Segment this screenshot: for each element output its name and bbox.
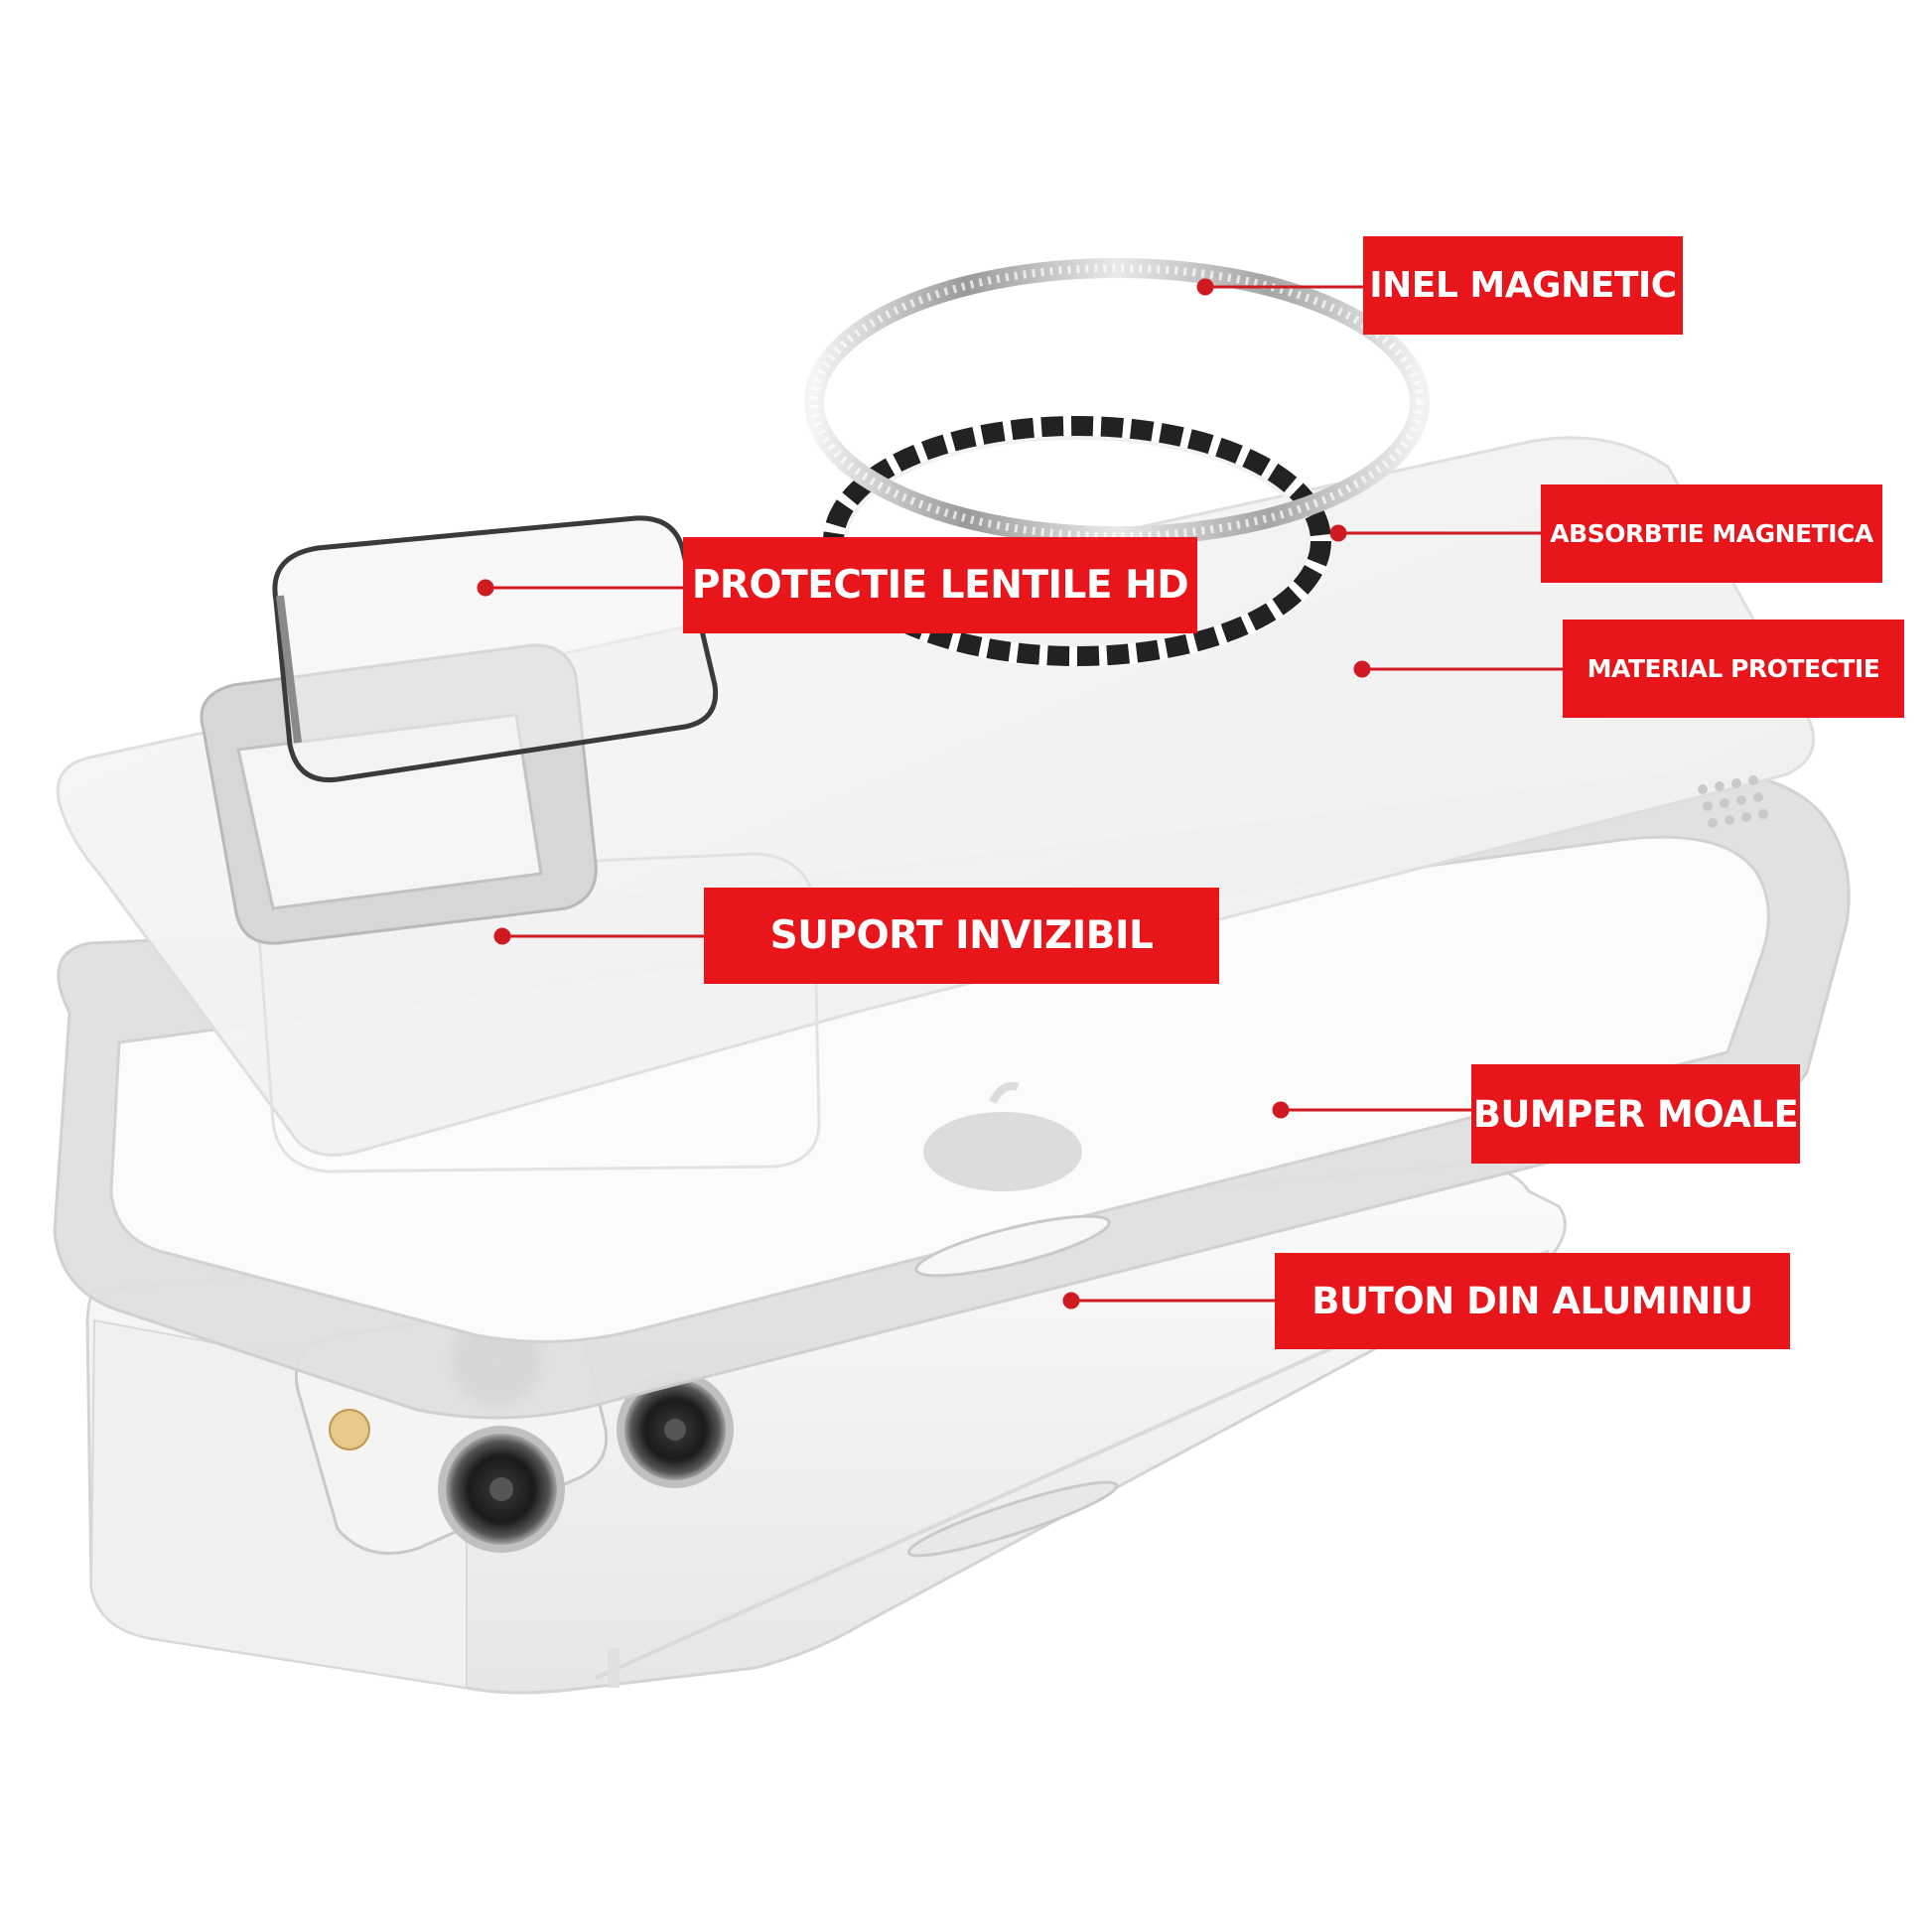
callout-label: MATERIAL PROTECTIE	[1587, 654, 1880, 683]
callout-label: BUMPER MOALE	[1472, 1092, 1799, 1136]
callout-material-protectie: MATERIAL PROTECTIE	[1563, 620, 1904, 718]
callout-buton-aluminiu: BUTON DIN ALUMINIU	[1275, 1253, 1790, 1349]
callout-absorbtie-magnetica: ABSORBTIE MAGNETICA	[1541, 484, 1882, 583]
callout-inel-magnetic: INEL MAGNETIC	[1363, 236, 1683, 335]
callout-label: SUPORT INVIZIBIL	[769, 913, 1154, 958]
leader-lines	[477, 278, 1563, 1310]
callout-label: PROTECTIE LENTILE HD	[691, 563, 1189, 608]
callout-suport-invizibil: SUPORT INVIZIBIL	[704, 888, 1219, 984]
callout-protectie-lentile: PROTECTIE LENTILE HD	[683, 537, 1197, 633]
callout-label: ABSORBTIE MAGNETICA	[1550, 519, 1873, 548]
magnetic-ring	[804, 258, 1430, 546]
callout-label: BUTON DIN ALUMINIU	[1311, 1280, 1753, 1322]
button-cutout	[914, 1214, 1111, 1278]
apple-logo-icon	[923, 1112, 1082, 1191]
speaker-grille-icon	[1698, 775, 1768, 828]
callout-bumper-moale: BUMPER MOALE	[1471, 1064, 1800, 1164]
flash-icon	[329, 1409, 370, 1450]
callout-label: INEL MAGNETIC	[1369, 265, 1677, 306]
